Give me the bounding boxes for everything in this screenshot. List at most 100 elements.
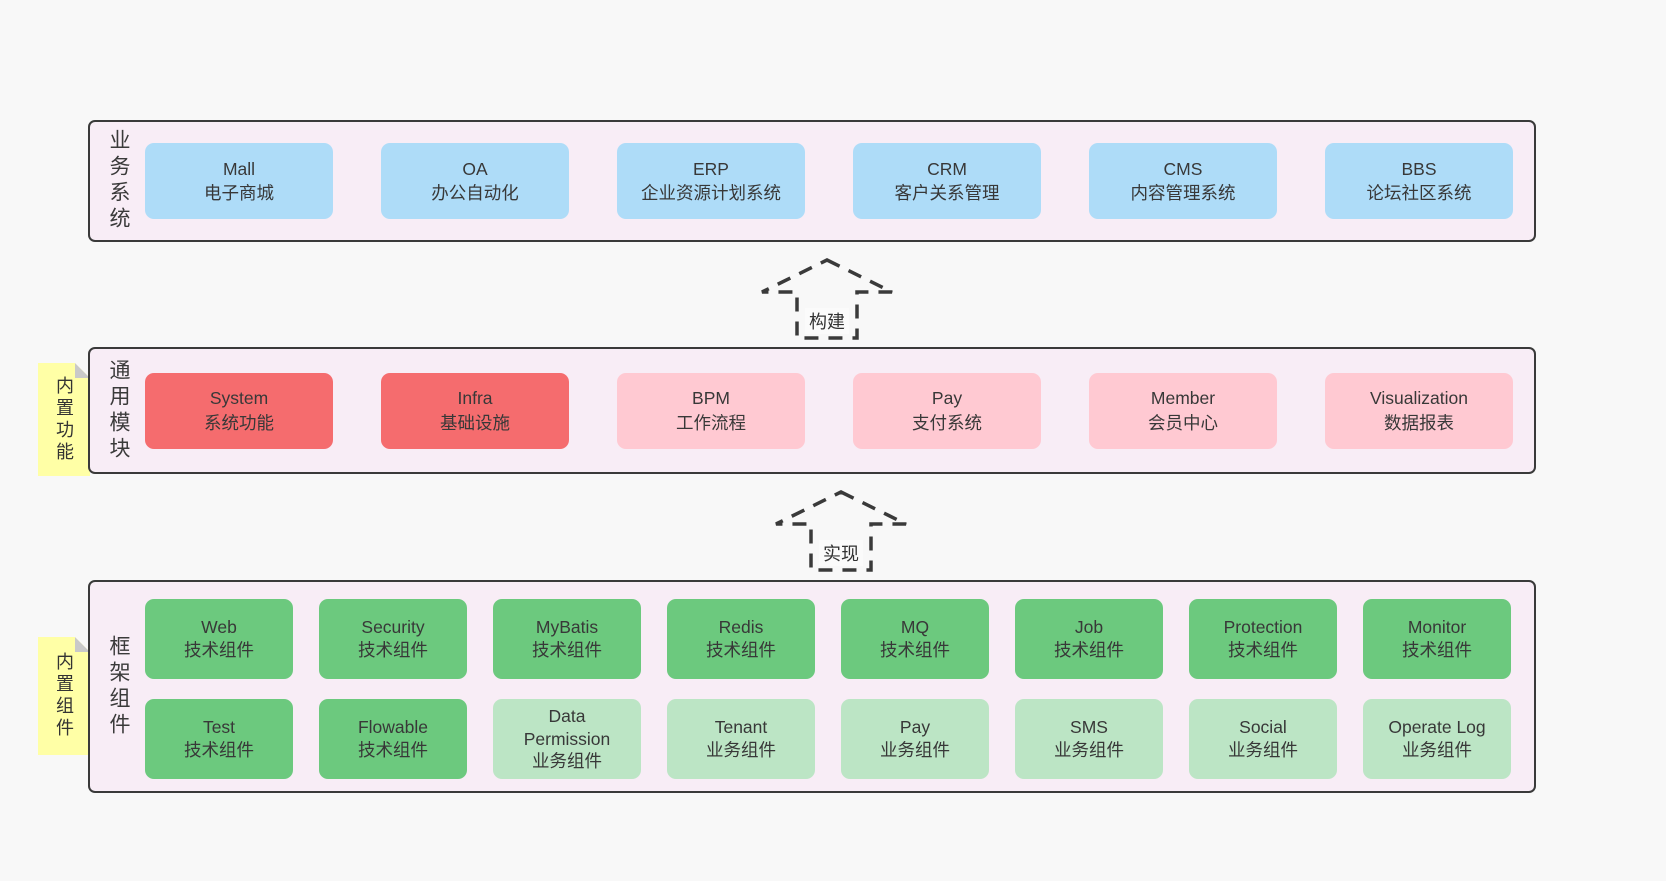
box-test: Test 技术组件: [145, 699, 293, 779]
business-boxes: Mall 电子商城 OA 办公自动化 ERP 企业资源计划系统 CRM 客户关系…: [145, 122, 1513, 240]
box-subtitle: 内容管理系统: [1130, 183, 1236, 203]
arrow-up-implement-icon: 实现: [772, 488, 910, 574]
box-subtitle: 电子商城: [204, 183, 274, 203]
box-subtitle: 业务组件: [1402, 740, 1472, 760]
box-title: CMS: [1163, 158, 1203, 179]
box-job: Job 技术组件: [1015, 599, 1163, 679]
side-label-framework-components: 框架组件: [107, 634, 130, 739]
arrow-build-label: 构建: [805, 308, 849, 334]
box-title: Security: [361, 617, 425, 638]
box-pay-system: Pay 支付系统: [853, 372, 1041, 449]
box-title: Operate Log: [1388, 717, 1486, 738]
box-sms: SMS 业务组件: [1015, 699, 1163, 779]
box-title: Tenant: [714, 717, 768, 738]
box-subtitle: 技术组件: [880, 640, 950, 660]
framework-row-2: Test 技术组件 Flowable 技术组件 Data Permission …: [145, 699, 1511, 779]
box-subtitle: 业务组件: [706, 740, 776, 760]
module-boxes: System 系统功能 Infra 基础设施 BPM 工作流程 Pay 支付系统…: [145, 349, 1513, 472]
box-subtitle: 论坛社区系统: [1366, 183, 1472, 203]
box-member: Member 会员中心: [1089, 372, 1277, 449]
band-framework-components: 框架组件 Web 技术组件 Security 技术组件 MyBatis 技术组件…: [88, 580, 1536, 793]
box-title: Member: [1150, 388, 1216, 408]
box-erp: ERP 企业资源计划系统: [617, 143, 805, 219]
box-title: Pay: [931, 388, 963, 408]
arrow-up-build-icon: 构建: [758, 256, 896, 342]
box-title: Test: [202, 717, 236, 738]
box-title: Redis: [718, 617, 764, 638]
box-title: Visualization: [1370, 388, 1468, 408]
box-redis: Redis 技术组件: [667, 599, 815, 679]
box-title: Pay: [899, 717, 931, 738]
box-subtitle: 业务组件: [880, 740, 950, 760]
box-subtitle: 企业资源计划系统: [641, 183, 781, 203]
sticky-note-builtin-components: 内置组件: [38, 637, 90, 755]
box-mybatis: MyBatis 技术组件: [493, 599, 641, 679]
box-subtitle: 数据报表: [1384, 412, 1454, 433]
framework-rows: Web 技术组件 Security 技术组件 MyBatis 技术组件 Redi…: [145, 599, 1511, 779]
framework-row-1: Web 技术组件 Security 技术组件 MyBatis 技术组件 Redi…: [145, 599, 1511, 679]
box-subtitle: 工作流程: [676, 412, 746, 433]
side-label-common-modules: 通用模块: [107, 358, 130, 463]
box-security: Security 技术组件: [319, 599, 467, 679]
box-subtitle: 技术组件: [358, 640, 428, 660]
box-title: Web: [201, 617, 237, 638]
box-title: Infra: [457, 388, 493, 408]
box-pay-component: Pay 业务组件: [841, 699, 989, 779]
box-tenant: Tenant 业务组件: [667, 699, 815, 779]
box-subtitle: 技术组件: [358, 740, 428, 760]
box-subtitle: 技术组件: [184, 740, 254, 760]
box-subtitle: 客户关系管理: [894, 183, 1000, 203]
sticky-label: 内置功能: [54, 375, 74, 464]
box-subtitle: 支付系统: [912, 412, 982, 433]
band-business-systems: 业务系统 Mall 电子商城 OA 办公自动化 ERP 企业资源计划系统 CRM…: [88, 120, 1536, 242]
box-title: MyBatis: [535, 617, 599, 638]
box-title: Data Permission: [523, 705, 611, 749]
arrow-implement-label: 实现: [819, 540, 863, 566]
box-title: Flowable: [357, 717, 429, 738]
box-oa: OA 办公自动化: [381, 143, 569, 219]
box-subtitle: 技术组件: [532, 640, 602, 660]
box-mall: Mall 电子商城: [145, 143, 333, 219]
box-subtitle: 业务组件: [1054, 740, 1124, 760]
box-title: System: [209, 388, 269, 408]
box-infra: Infra 基础设施: [381, 372, 569, 449]
box-subtitle: 技术组件: [1402, 640, 1472, 660]
box-subtitle: 业务组件: [1228, 740, 1298, 760]
band-common-modules: 通用模块 System 系统功能 Infra 基础设施 BPM 工作流程 Pay…: [88, 347, 1536, 474]
box-title: MQ: [900, 617, 930, 638]
box-title: Protection: [1223, 617, 1303, 638]
box-bbs: BBS 论坛社区系统: [1325, 143, 1513, 219]
sticky-note-builtin-functions: 内置功能: [38, 363, 90, 476]
side-label-business-systems: 业务系统: [107, 129, 130, 233]
box-cms: CMS 内容管理系统: [1089, 143, 1277, 219]
box-subtitle: 业务组件: [532, 751, 602, 772]
box-subtitle: 技术组件: [184, 640, 254, 660]
box-title: CRM: [927, 158, 967, 179]
box-protection: Protection 技术组件: [1189, 599, 1337, 679]
box-title: BPM: [692, 388, 730, 408]
sticky-label: 内置组件: [54, 652, 74, 740]
box-subtitle: 系统功能: [204, 412, 274, 433]
box-mq: MQ 技术组件: [841, 599, 989, 679]
box-title: Job: [1074, 617, 1104, 638]
box-title: Social: [1239, 717, 1287, 738]
box-title: BBS: [1401, 158, 1437, 179]
box-title: ERP: [693, 158, 729, 179]
box-visualization: Visualization 数据报表: [1325, 372, 1513, 449]
box-social: Social 业务组件: [1189, 699, 1337, 779]
box-subtitle: 技术组件: [1054, 640, 1124, 660]
box-crm: CRM 客户关系管理: [853, 143, 1041, 219]
box-subtitle: 基础设施: [440, 412, 510, 433]
box-title: Monitor: [1407, 617, 1467, 638]
box-subtitle: 办公自动化: [431, 183, 519, 203]
box-title: OA: [462, 158, 488, 179]
box-subtitle: 技术组件: [1228, 640, 1298, 660]
box-title: Mall: [222, 158, 256, 179]
box-subtitle: 技术组件: [706, 640, 776, 660]
box-bpm: BPM 工作流程: [617, 372, 805, 449]
box-subtitle: 会员中心: [1148, 412, 1218, 433]
box-title: SMS: [1070, 717, 1108, 738]
box-operate-log: Operate Log 业务组件: [1363, 699, 1511, 779]
box-web: Web 技术组件: [145, 599, 293, 679]
box-data-permission: Data Permission 业务组件: [493, 699, 641, 779]
